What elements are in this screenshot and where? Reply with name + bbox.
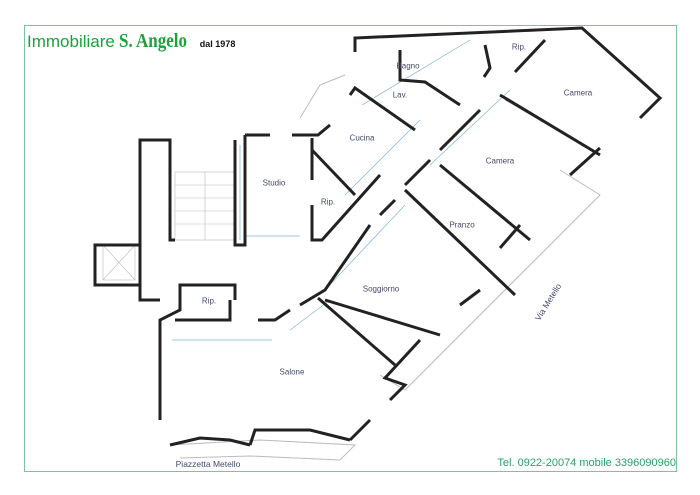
room-label-camera-2: Camera bbox=[485, 156, 515, 166]
street-label-piazzetta: Piazzetta Metello bbox=[175, 459, 241, 469]
contact-phone: Tel. 0922-20074 mobile 3396090960 bbox=[497, 457, 676, 469]
plan-border bbox=[24, 25, 677, 472]
agency-brand: S. Angelo bbox=[119, 30, 188, 52]
room-label-bagno: Bagno bbox=[396, 61, 420, 71]
balconies bbox=[169, 74, 601, 461]
stairs bbox=[102, 171, 236, 281]
room-label-salone: Salone bbox=[279, 367, 305, 377]
walls bbox=[93, 26, 663, 447]
agency-prefix: Immobiliare bbox=[27, 32, 115, 51]
room-label-rip-top: Rip. bbox=[511, 42, 527, 52]
room-label-pranzo: Pranzo bbox=[449, 220, 475, 230]
agency-since: dal 1978 bbox=[199, 39, 236, 49]
room-label-studio: Studio bbox=[262, 178, 286, 188]
room-label-lav: Lav. bbox=[392, 90, 408, 100]
agency-header: Immobiliare S. Angelo dal 1978 bbox=[27, 30, 235, 53]
dimension-lines bbox=[172, 39, 601, 341]
room-label-cucina: Cucina bbox=[349, 133, 375, 143]
room-label-rip-left: Rip. bbox=[201, 296, 217, 306]
room-label-rip-mid: Rip. bbox=[320, 197, 336, 207]
room-label-soggiorno: Soggiorno bbox=[362, 284, 400, 294]
room-label-camera-1: Camera bbox=[563, 88, 593, 98]
